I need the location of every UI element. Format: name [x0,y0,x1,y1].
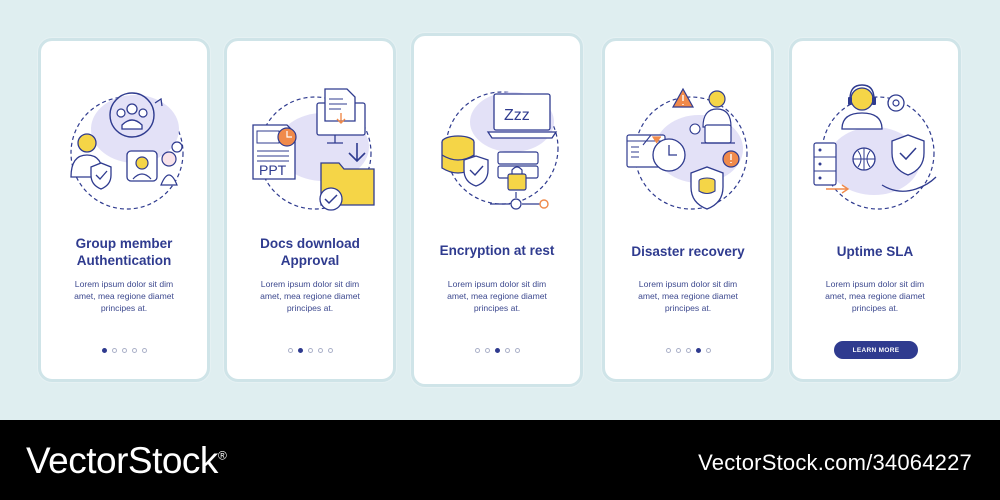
docs-download-icon: PPT [243,81,383,231]
learn-more-button[interactable]: LEARN MORE [834,341,918,359]
page-dot-5[interactable] [705,348,711,353]
page-dot-5[interactable] [514,348,520,353]
page-dot-5[interactable] [327,348,333,353]
onboarding-card-disaster-recovery: Disaster recovery Lorem ipsum dolor sit … [602,38,774,382]
page-dot-2[interactable] [111,348,117,353]
onboarding-card-group-authentication: Group member Authentication Lorem ipsum … [38,38,210,382]
page-indicator [227,348,393,353]
page-dot-1[interactable] [665,348,671,353]
page-dot-2[interactable] [675,348,681,353]
page-dot-1[interactable] [287,348,293,353]
page-dot-2[interactable] [484,348,490,353]
page-dot-3[interactable] [685,348,691,353]
card-description: Lorem ipsum dolor sit dim amet, mea regi… [825,279,925,313]
page-dot-3[interactable] [307,348,313,353]
uptime-sla-icon [808,81,948,231]
page-dot-5[interactable] [141,348,147,353]
page-dot-4[interactable] [317,348,323,353]
card-description: Lorem ipsum dolor sit dim amet, mea regi… [447,279,547,313]
page-indicator [605,348,771,353]
image-credit: VectorStock.com/34064227 [698,450,972,475]
card-title: Uptime SLA [836,244,914,259]
page-dot-4[interactable] [504,348,510,353]
page-indicator [41,348,207,353]
card-title: Encryption at rest [439,243,555,258]
page-dot-1[interactable] [474,348,480,353]
card-title: Docs download Approval [260,236,360,268]
page-dot-4[interactable] [131,348,137,353]
disaster-recovery-icon [621,81,761,231]
page-indicator [414,348,580,353]
page-dot-3[interactable] [121,348,127,353]
onboarding-card-uptime-sla: Uptime SLA Lorem ipsum dolor sit dim ame… [789,38,961,382]
svg-text:Zzz: Zzz [504,107,530,124]
brand-logo: VectorStock® [26,440,227,481]
card-title: Group member Authentication [75,236,173,268]
page-dot-2[interactable] [297,348,303,353]
onboarding-screens: Group member Authentication Lorem ipsum … [38,33,961,387]
card-title: Disaster recovery [631,244,745,259]
onboarding-card-encryption-at-rest: Zzz Encryption at rest Lorem ipsum dolor… [411,33,583,387]
card-description: Lorem ipsum dolor sit dim amet, mea regi… [260,279,360,313]
svg-text:PPT: PPT [259,162,287,178]
group-authentication-icon [57,81,197,231]
encryption-at-rest-icon: Zzz [430,76,570,226]
page-dot-4[interactable] [695,348,701,353]
card-description: Lorem ipsum dolor sit dim amet, mea regi… [638,279,738,313]
watermark-footer: VectorStock® VectorStock.com/34064227 [0,420,1000,500]
card-description: Lorem ipsum dolor sit dim amet, mea regi… [74,279,174,313]
page-dot-1[interactable] [101,348,107,353]
page-dot-3[interactable] [494,348,500,353]
onboarding-card-docs-download: PPT Docs download Approval Lorem ipsum d… [224,38,396,382]
